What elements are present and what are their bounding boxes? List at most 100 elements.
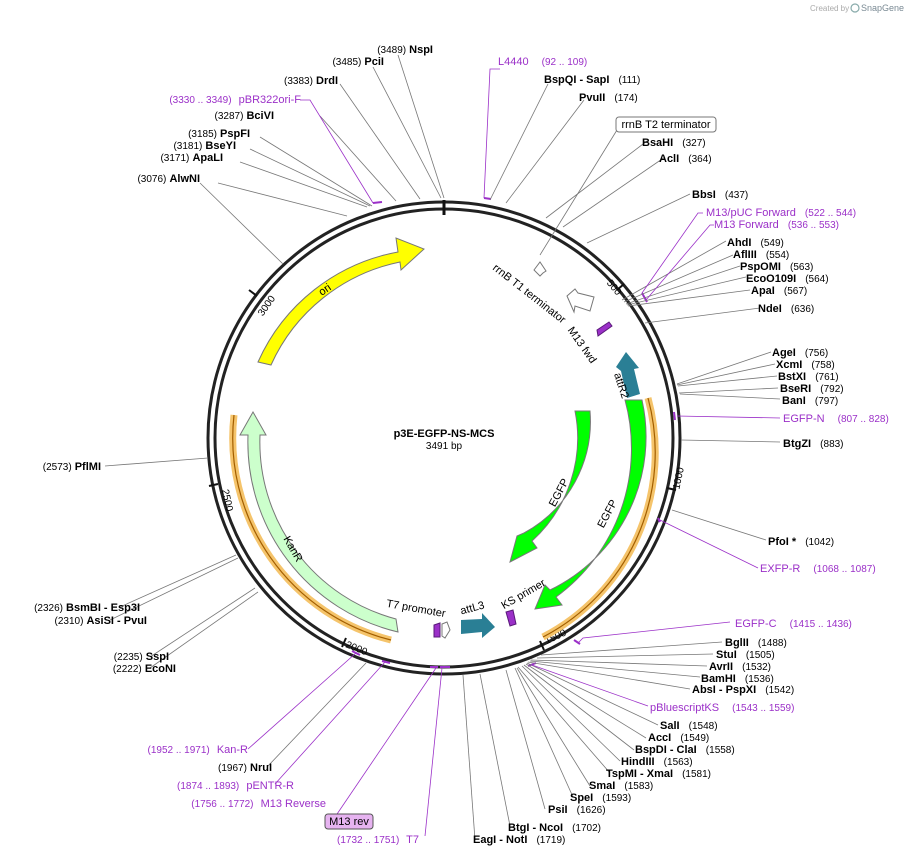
enzyme-bspqi[interactable]: BspQI - SapI (111) — [544, 74, 640, 86]
enzyme-avrii[interactable]: AvrII (1532) — [709, 661, 771, 673]
kanr-feature[interactable] — [239, 410, 399, 633]
tick-3000: 3000 — [248, 289, 278, 318]
svg-text:1000: 1000 — [671, 466, 686, 490]
primer-exfp-r[interactable]: EXFP-R (1068 .. 1087) — [760, 563, 876, 575]
enzyme-agei[interactable]: AgeI (756) — [772, 347, 828, 359]
m13-rev-box[interactable]: M13 rev — [324, 813, 374, 830]
primer-l4440[interactable]: L4440 (92 .. 109) — [498, 56, 587, 68]
attr2-feature[interactable] — [616, 352, 640, 398]
enzyme-eagi[interactable]: EagI - NotI (1719) — [473, 834, 565, 846]
primer-t7[interactable]: (1732 .. 1751) T7 — [337, 834, 419, 846]
leader-lines — [104, 54, 781, 841]
enzyme-bsmbi[interactable]: (2326) BsmBI - Esp3I — [34, 602, 140, 614]
enzyme-pspfi[interactable]: (3185) PspFI — [188, 128, 250, 140]
tick-2500: 2500 — [208, 483, 235, 513]
primer-egfp-c[interactable]: EGFP-C (1415 .. 1436) — [735, 618, 852, 630]
attl3-feature[interactable] — [461, 613, 495, 638]
attl3-label: attL3 — [459, 599, 486, 617]
m13-fwd-label: M13 fwd — [565, 325, 599, 366]
enzyme-bseri[interactable]: BseRI (792) — [780, 383, 844, 395]
ks-primer-feature[interactable] — [505, 609, 517, 627]
enzyme-apali[interactable]: (3171) ApaLI — [160, 152, 223, 164]
egfp-outer-feature[interactable] — [534, 399, 647, 610]
primer-pentr-r[interactable]: (1874 .. 1893) pENTR-R — [177, 780, 294, 792]
m13-fwd-feature[interactable] — [596, 321, 613, 337]
primer-ticks — [351, 197, 676, 668]
enzyme-bani[interactable]: BanI (797) — [782, 395, 838, 407]
svg-text:2000: 2000 — [344, 640, 369, 659]
ori-label: ori — [317, 282, 334, 299]
enzyme-bstxi[interactable]: BstXI (761) — [778, 371, 839, 383]
enzyme-pcii[interactable]: (3485) PciI — [332, 56, 384, 68]
enzyme-bbsi[interactable]: BbsI (437) — [692, 189, 748, 201]
rrnb-t2-box[interactable]: rrnB T2 terminator — [615, 116, 717, 133]
enzyme-bglii[interactable]: BglII (1488) — [725, 637, 787, 649]
credit-text: Created by — [810, 4, 849, 13]
enzyme-bsahi[interactable]: BsaHI (327) — [642, 137, 706, 149]
plasmid-size: 3491 bp — [426, 441, 463, 452]
enzyme-stui[interactable]: StuI (1505) — [716, 649, 775, 661]
enzyme-afliii[interactable]: AflIII (554) — [733, 249, 789, 261]
enzyme-bamhi[interactable]: BamHI (1536) — [701, 673, 774, 685]
enzyme-asisi[interactable]: (2310) AsiSI - PvuI — [55, 615, 148, 627]
enzymes-top-left: (3489) NspI (3485) PciI (3383) DrdI (328… — [34, 44, 433, 774]
enzyme-smai[interactable]: SmaI (1583) — [589, 780, 653, 792]
rrnb-t1-label: rrnB T1 terminator — [490, 262, 568, 326]
primer-egfp-n[interactable]: EGFP-N (807 .. 828) — [783, 413, 889, 425]
m13-rev-label: M13 rev — [329, 816, 369, 828]
primer-pbr322ori-f[interactable]: (3330 .. 3349) pBR322ori-F — [169, 94, 301, 106]
enzyme-ecoo109i[interactable]: EcoO109I (564) — [746, 273, 829, 285]
enzyme-nrui[interactable]: (1967) NruI — [218, 762, 272, 774]
enzyme-pfoi[interactable]: PfoI * (1042) — [768, 536, 834, 548]
highlight-kanr-line — [232, 414, 392, 641]
ori-feature[interactable] — [257, 237, 425, 366]
t7-promoter-primer[interactable] — [433, 622, 441, 638]
primer-m13-puc-forward[interactable]: M13/pUC Forward (522 .. 544) — [706, 207, 856, 219]
enzyme-drdi[interactable]: (3383) DrdI — [284, 75, 338, 87]
plasmid-name: p3E-EGFP-NS-MCS — [394, 428, 495, 440]
enzyme-pspomi[interactable]: PspOMI (563) — [740, 261, 813, 273]
enzyme-ndei[interactable]: NdeI (636) — [758, 303, 814, 315]
enzyme-acli[interactable]: AclI (364) — [659, 153, 712, 165]
enzyme-btgzi[interactable]: BtgZI (883) — [783, 438, 844, 450]
enzyme-tspmi[interactable]: TspMI - XmaI (1581) — [606, 768, 711, 780]
enzyme-pvuii[interactable]: PvuII (174) — [579, 92, 638, 104]
enzyme-acci[interactable]: AccI (1549) — [648, 732, 709, 744]
enzyme-econi[interactable]: (2222) EcoNI — [113, 663, 176, 675]
enzyme-sali[interactable]: SalI (1548) — [660, 720, 718, 732]
enzymes-right: BspQI - SapI (111) PvuII (174) BsaHI (32… — [473, 74, 844, 846]
enzyme-alwni[interactable]: (3076) AlwNI — [137, 173, 200, 185]
svg-text:3000: 3000 — [256, 293, 278, 318]
rrnb-t1-feature[interactable] — [566, 288, 595, 314]
primer-pbluescriptks[interactable]: pBluescriptKS (1543 .. 1559) — [650, 702, 794, 714]
enzyme-hindiii[interactable]: HindIII (1563) — [621, 756, 693, 768]
enzyme-spei[interactable]: SpeI (1593) — [570, 792, 631, 804]
enzyme-psii[interactable]: PsiI (1626) — [548, 804, 606, 816]
rrnb-t2-label: rrnB T2 terminator — [621, 119, 710, 131]
snapgene-logo-icon — [850, 3, 860, 13]
enzyme-bseyi[interactable]: (3181) BseYI — [173, 140, 236, 152]
enzyme-ahdi[interactable]: AhdI (549) — [727, 237, 784, 249]
enzyme-nspi[interactable]: (3489) NspI — [377, 44, 433, 56]
primer-m13-reverse[interactable]: (1756 .. 1772) M13 Reverse — [191, 798, 326, 810]
t7-promoter-feature[interactable] — [441, 621, 451, 639]
primer-labels: L4440 (92 .. 109) (3330 .. 3349) pBR322o… — [147, 56, 888, 846]
rrnb-t2-feature[interactable] — [533, 261, 547, 277]
primer-kan-r[interactable]: (1952 .. 1971) Kan-R — [147, 744, 248, 756]
t7-promoter-label: T7 promoter — [385, 598, 446, 620]
enzyme-bspdi[interactable]: BspDI - ClaI (1558) — [635, 744, 735, 756]
enzyme-sspi[interactable]: (2235) SspI — [114, 651, 169, 663]
tick-1000: 1000 — [666, 466, 687, 491]
enzyme-pflmi[interactable]: (2573) PflMI — [43, 461, 101, 473]
primer-m13-forward[interactable]: M13 Forward (536 .. 553) — [714, 219, 839, 231]
credit-brand: SnapGene — [861, 3, 904, 13]
enzyme-xcmi[interactable]: XcmI (758) — [776, 359, 835, 371]
primer-leader-lines — [247, 68, 781, 837]
highlight-egfp-line — [542, 397, 656, 638]
enzyme-bcivi[interactable]: (3287) BciVI — [215, 110, 274, 122]
egfp-inner-feature[interactable] — [509, 410, 591, 563]
enzyme-btgi[interactable]: BtgI - NcoI (1702) — [508, 822, 601, 834]
enzyme-apai[interactable]: ApaI (567) — [751, 285, 807, 297]
enzyme-absi[interactable]: AbsI - PspXI (1542) — [692, 684, 794, 696]
